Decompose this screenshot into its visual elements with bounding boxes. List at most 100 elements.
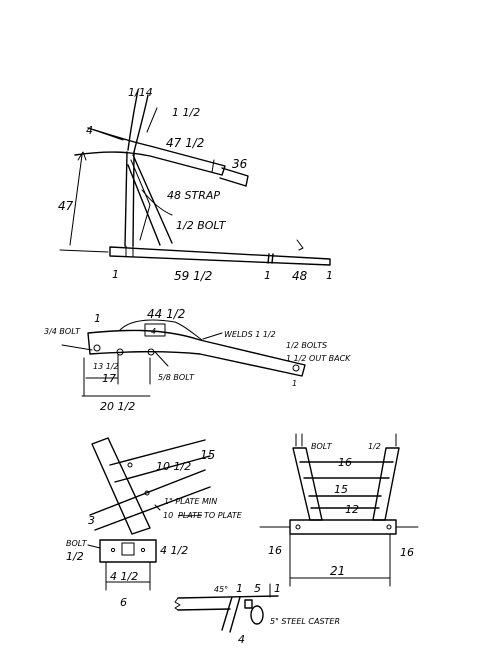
label-bolt: BOLT [66, 539, 88, 548]
hole-mid [116, 348, 124, 356]
bolt34-pointer [61, 344, 93, 351]
label-bolt-right: 1/2 BOLTS [286, 341, 327, 350]
base-dims [289, 533, 391, 587]
right-leg [372, 447, 400, 521]
label-end: 1 [292, 379, 297, 388]
arm-dims [81, 354, 151, 397]
label-right-dim: 4 1/2 [160, 544, 188, 557]
strap-brace [127, 154, 173, 246]
weld-box [144, 323, 166, 337]
label-bolt58: 5/8 BOLT [158, 373, 195, 382]
top-cross [299, 461, 394, 479]
joint-hole-top [127, 462, 133, 468]
mid-cross [308, 495, 382, 509]
label-spacing: 17 [102, 372, 116, 385]
height-dim [69, 154, 83, 246]
caster-wheel [250, 605, 264, 625]
label-caster: 5" STEEL CASTER [270, 617, 340, 626]
label-width-16: 16 [338, 456, 352, 469]
label-base-right: 48 [292, 269, 308, 283]
label-box: 4 [151, 327, 156, 336]
joint-hole-bottom [144, 490, 150, 496]
label-angle: 45° [214, 585, 228, 594]
label-top-length: 44 1/2 [147, 307, 185, 321]
label-offset-top: 1 1/2 [172, 106, 200, 119]
caster-rail [177, 595, 279, 611]
sketch-3-joint-plate: 15 10 1/2 1" PLATE MIN 10 PLATE TO PLATE… [66, 437, 243, 609]
label-base-length: 59 1/2 [174, 269, 212, 283]
label-crossed: PLATE [178, 511, 203, 520]
hole-end [292, 364, 300, 372]
label-width-15: 15 [334, 483, 348, 496]
label-top-dim: 15 [200, 448, 215, 462]
diag-a [127, 89, 139, 151]
cross-bar [89, 469, 211, 531]
label-top-left: 1 [94, 312, 101, 325]
vertical-post [124, 151, 135, 247]
plate-pointer [154, 504, 161, 511]
plate-dims [105, 561, 151, 591]
label-height-12: 12 [345, 503, 359, 516]
plate-hole-left [110, 547, 116, 553]
label-plate-note: 1" PLATE MIN [164, 497, 217, 506]
label-height: 47 [58, 199, 74, 213]
label-six: 6 [120, 596, 127, 609]
label-top-angle: 1/14 [128, 86, 153, 99]
label-bolt: 1/2 BOLT [176, 219, 227, 232]
label-to-plate: TO PLATE [204, 511, 243, 520]
label-left-width: 4 [86, 124, 93, 137]
sketch-5-caster-mount: 45° 1 5 1 4 5" STEEL CASTER [174, 582, 340, 646]
arm-break [211, 159, 215, 173]
ground-line [59, 249, 109, 253]
height-arrow [77, 151, 87, 161]
label-bolt-front: BOLT [311, 442, 333, 451]
base-joint [267, 253, 270, 264]
arm-tail [219, 167, 249, 187]
label-small-10: 10 [163, 511, 173, 520]
label-arm-length: 47 1/2 [166, 136, 204, 150]
hole-left [93, 344, 101, 352]
label-overall: 20 1/2 [100, 400, 135, 413]
label-side-left: 16 [268, 544, 282, 557]
caster-bracket [244, 599, 253, 609]
caster-leg [221, 596, 241, 633]
sketch-1-frame: 1/14 1 1/2 4 47 1/2 36 48 STRAP 1/2 BOLT… [58, 86, 333, 283]
label-one-a: 1 [236, 582, 243, 595]
label-side-right: 16 [400, 546, 414, 559]
bolt-pointer [141, 189, 173, 216]
width-pointer [99, 131, 124, 141]
label-offset: 13 1/2 [93, 362, 119, 371]
sketch-4-front-view: BOLT 1/2 16 15 12 16 16 21 [259, 433, 419, 587]
offset-pointer [146, 107, 158, 133]
label-one-b: 1 [274, 582, 281, 595]
base-hole-left [295, 524, 301, 530]
tick-left [295, 433, 303, 447]
base-plate [289, 519, 397, 535]
break-mark [174, 597, 181, 611]
label-brace: 48 STRAP [167, 189, 220, 202]
plate-square [121, 542, 135, 556]
label-base-end: 1 [326, 269, 333, 282]
bolt58-pointer [154, 351, 169, 367]
label-five: 5 [254, 582, 261, 595]
label-left-3: 3 [88, 514, 95, 527]
label-base-mid: 1 [264, 269, 271, 282]
end-mark [296, 239, 304, 251]
plate-bolt-pointer [87, 544, 101, 549]
label-base-left: 1 [112, 268, 119, 281]
weld-pointer [202, 332, 223, 340]
plate-hole-right [140, 547, 146, 553]
base-rail [109, 246, 331, 266]
label-bolt-half: 1/2 [66, 550, 84, 563]
hole-right [147, 348, 155, 356]
left-leg [292, 447, 323, 521]
plate-box [99, 539, 157, 563]
top-bar [109, 439, 211, 483]
label-bolt-right-2: 1 1/2 OUT BACK [286, 354, 351, 363]
base-hole-right [386, 524, 392, 530]
label-bottom-dim: 4 1/2 [110, 570, 138, 583]
sketch-2-arm-detail: 1 44 1/2 4 WELDS 1 1/2 3/4 BOLT 1/2 BOLT… [44, 307, 351, 413]
label-welds: WELDS 1 1/2 [224, 330, 276, 339]
